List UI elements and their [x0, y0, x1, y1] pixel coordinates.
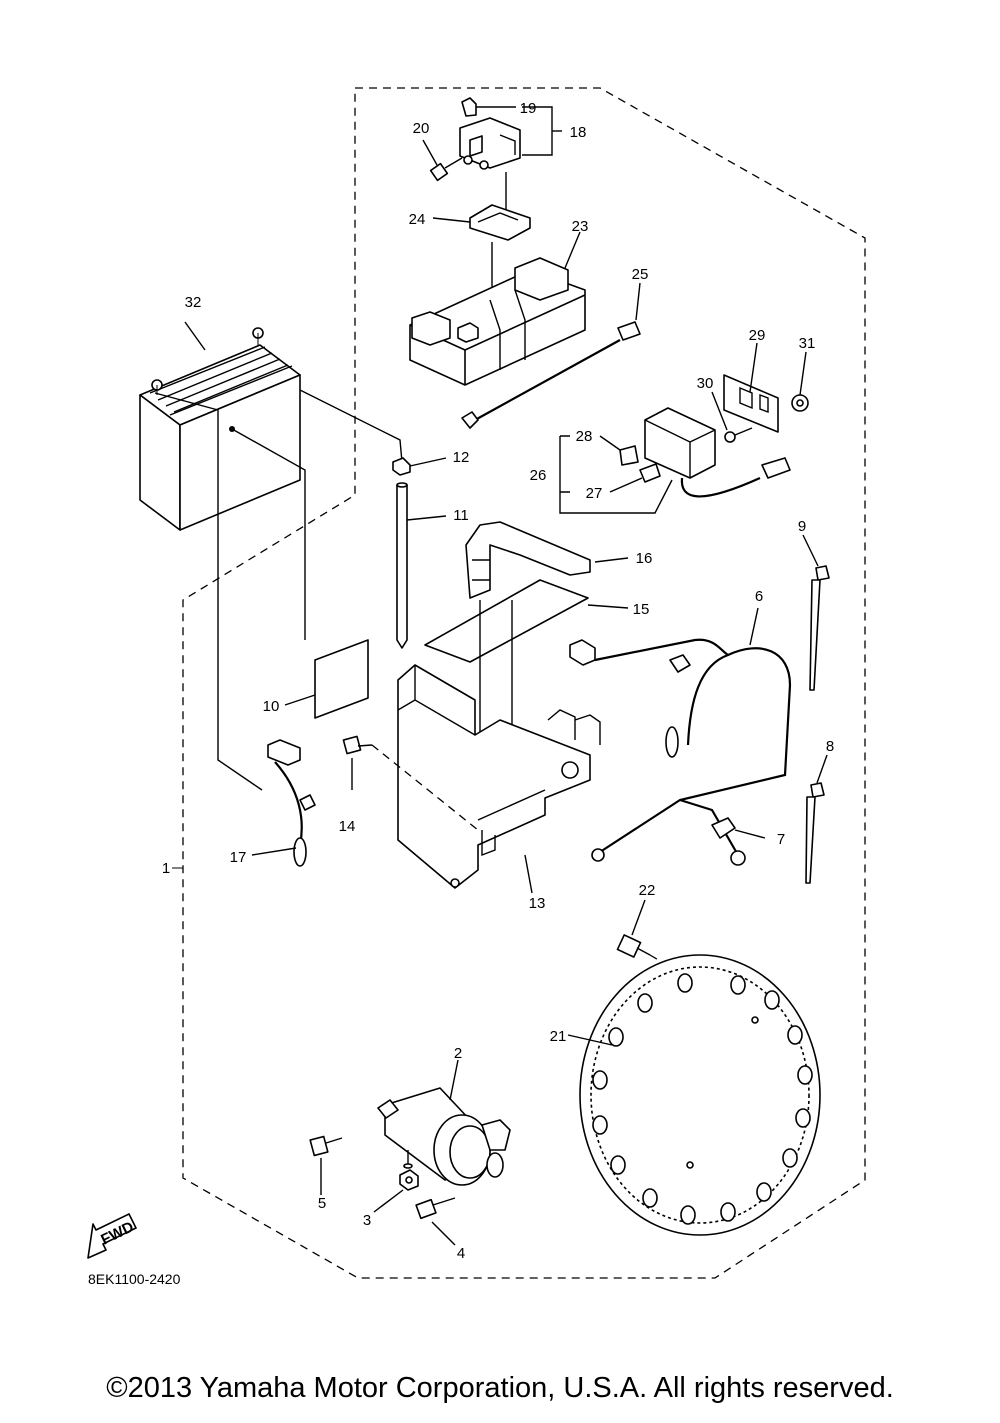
leader-24 — [432, 217, 471, 223]
callout-15: 15 — [633, 601, 650, 618]
nut-3 — [399, 1169, 419, 1191]
bolt-5 — [309, 1135, 343, 1157]
leader-4 — [431, 1221, 456, 1246]
leader-8 — [816, 754, 828, 784]
battery-band — [465, 521, 591, 599]
callout-21: 21 — [550, 1028, 567, 1045]
leader-9 — [802, 534, 819, 567]
battery-box — [397, 664, 601, 889]
callout-19: 19 — [520, 100, 537, 117]
bolt-14-path — [371, 744, 479, 831]
bolt-22 — [616, 934, 651, 958]
callout-22: 22 — [639, 882, 656, 899]
bolt-4 — [415, 1197, 456, 1220]
plate-29 — [723, 374, 779, 433]
callout-3: 3 — [363, 1212, 371, 1229]
fuse-box — [644, 407, 791, 498]
leader-21 — [567, 1034, 613, 1046]
fuse-lead — [461, 321, 641, 429]
callout-5: 5 — [318, 1195, 326, 1212]
copyright-notice: ©2013 Yamaha Motor Corporation, U.S.A. A… — [106, 1372, 894, 1404]
leader-13 — [524, 854, 533, 894]
callout-32: 32 — [185, 294, 202, 311]
leader-10 — [284, 694, 316, 706]
callout-30: 30 — [697, 375, 714, 392]
callout-25: 25 — [632, 266, 649, 283]
callout-1: 1 — [162, 860, 170, 877]
leader-6 — [749, 607, 759, 646]
callout-31: 31 — [799, 335, 816, 352]
leader-12 — [409, 457, 447, 467]
starter-relay — [459, 97, 521, 170]
cable-tie-9 — [809, 565, 830, 691]
leader-30 — [711, 391, 728, 431]
screw-30 — [724, 427, 753, 443]
callout-12: 12 — [453, 449, 470, 466]
starter-motor — [377, 1087, 511, 1186]
catalog-code: 8EK1100-2420 — [88, 1271, 181, 1287]
starter-ring-gear — [579, 954, 821, 1236]
callout-26: 26 — [530, 467, 547, 484]
screw-20 — [429, 157, 463, 182]
leader-23 — [564, 231, 581, 269]
leader-31 — [799, 351, 807, 396]
callout-14: 14 — [339, 818, 356, 835]
callout-11: 11 — [453, 507, 469, 524]
callout-10: 10 — [263, 698, 280, 715]
leader-32 — [184, 321, 206, 351]
cable-clamp — [711, 817, 736, 839]
leader-29 — [749, 342, 758, 393]
leader-7 — [734, 829, 766, 839]
assembly-outline — [182, 87, 866, 1279]
bolt-14 — [342, 735, 373, 755]
leader-11 — [406, 515, 447, 521]
leader-25 — [635, 282, 641, 321]
cable-tie-8 — [805, 782, 825, 884]
callout-23: 23 — [572, 218, 589, 235]
callout-8: 8 — [826, 738, 834, 755]
callout-24: 24 — [409, 211, 426, 228]
leader-28 — [599, 435, 621, 451]
leader-2 — [449, 1059, 459, 1101]
breather-hose — [396, 482, 408, 649]
relay-bracket — [469, 204, 531, 241]
leader-3 — [373, 1189, 404, 1213]
fuse-28 — [619, 445, 639, 466]
fwd-arrow-icon: FWD — [87, 1213, 137, 1259]
starter-cable — [569, 638, 792, 866]
callout-17: 17 — [230, 849, 247, 866]
callout-7: 7 — [777, 831, 785, 848]
callout-20: 20 — [413, 120, 430, 137]
nut-31 — [791, 394, 809, 412]
leader-15 — [587, 604, 629, 609]
battery-breather-route — [299, 389, 403, 463]
callout-28: 28 — [576, 428, 593, 445]
rubber-sheet — [424, 579, 589, 663]
callout-4: 4 — [457, 1245, 465, 1262]
leader-17 — [251, 847, 297, 856]
fuse-box-cover — [409, 257, 586, 386]
callout-2: 2 — [454, 1045, 462, 1062]
callout-16: 16 — [636, 550, 653, 567]
hose-clamp — [392, 457, 411, 476]
battery — [139, 327, 301, 531]
leader-27 — [609, 477, 643, 493]
callout-18: 18 — [570, 124, 587, 141]
battery-lead-17 — [154, 392, 263, 791]
callout-9: 9 — [798, 518, 806, 535]
battery-lead-10 — [231, 428, 306, 640]
warning-label — [314, 639, 369, 719]
callout-29: 29 — [749, 327, 766, 344]
leader-20 — [422, 139, 438, 166]
leader-16 — [594, 557, 629, 563]
battery-lead-negative — [267, 739, 316, 867]
fuse-27 — [639, 463, 661, 483]
bracket-26 — [559, 435, 673, 514]
callout-6: 6 — [755, 588, 763, 605]
callout-27: 27 — [586, 485, 603, 502]
leader-22 — [631, 899, 646, 936]
callout-13: 13 — [529, 895, 546, 912]
